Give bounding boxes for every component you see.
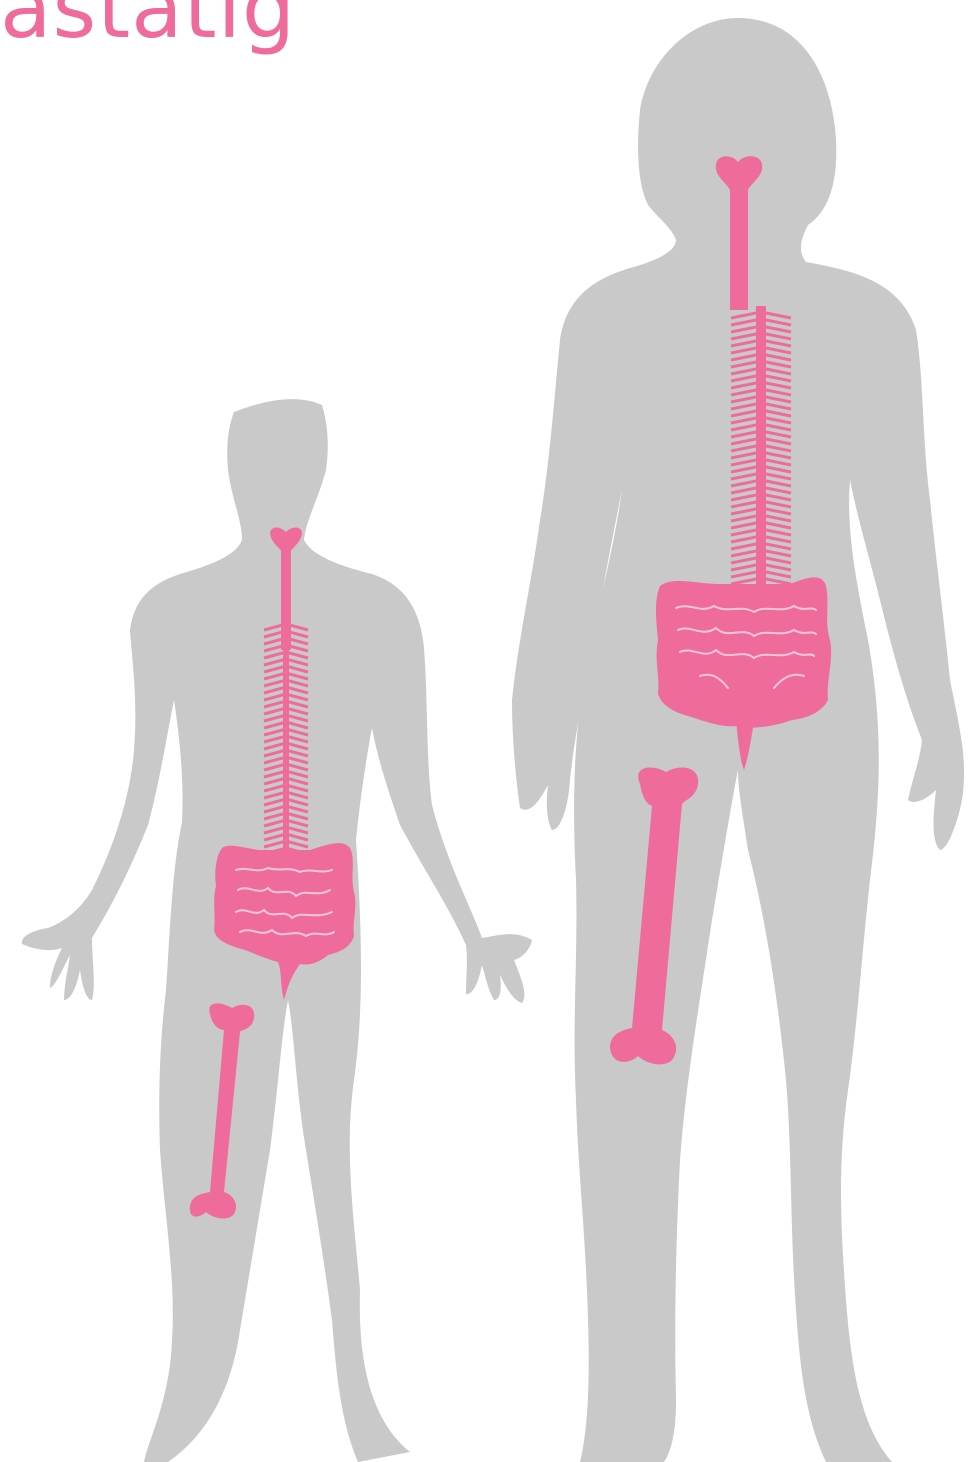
male-figure — [22, 399, 532, 1462]
male-spine-icon — [264, 620, 308, 861]
female-figure — [512, 18, 964, 1462]
